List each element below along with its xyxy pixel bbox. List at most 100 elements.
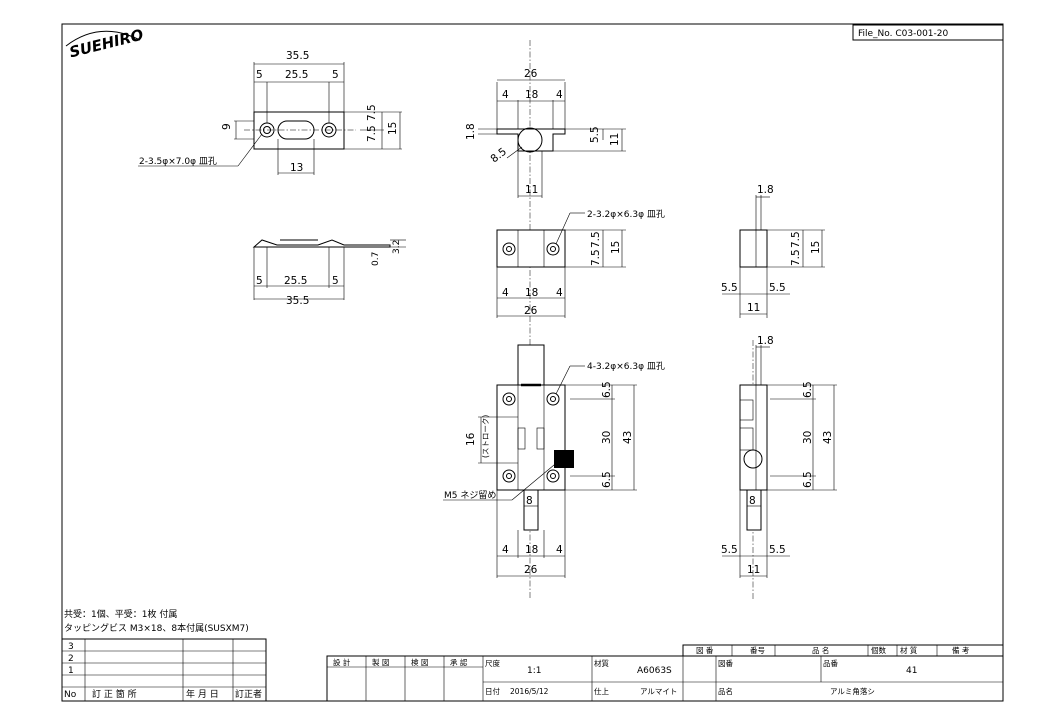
hinge-front-view-closed: 2-3.2φ×6.3φ 皿孔 7.5 7.5 15 4 18 4 26 xyxy=(496,209,665,318)
dim-open-edge-top: 6.5 xyxy=(802,381,814,398)
drawing-number-label: 図番 xyxy=(718,658,733,668)
parts-header-drawing: 図 番 xyxy=(696,645,714,655)
title-block: 設 計 製 図 検 図 承 認 尺度 1:1 材質 A6063S 図番 品番 4… xyxy=(326,644,1004,702)
scale-value: 1:1 xyxy=(527,666,541,676)
hinge-front-view-open: 4-3.2φ×6.3φ 皿孔 6.5 30 43 6.5 16 (ストローク) … xyxy=(443,344,665,578)
screw-block xyxy=(554,450,574,468)
file-number: File_No. C03-001-20 xyxy=(858,29,948,39)
hinge-side-view-open: 1.8 6.5 30 43 6.5 8 5.5 5.5 11 xyxy=(721,335,837,600)
dim-bottom-leaf-right: 4 xyxy=(556,544,563,556)
name-value: アルミ角落シ xyxy=(830,686,875,696)
dim-open-width: 11 xyxy=(747,564,760,576)
dim-top-middle: 18 xyxy=(525,89,538,101)
dim-top-radius: 8.5 xyxy=(488,146,509,166)
dim-side-width-right: 5.5 xyxy=(769,282,786,294)
note-screws: タッピングビス M3×18、8本付属(SUSXM7) xyxy=(64,622,249,634)
parts-header-material: 材 質 xyxy=(900,645,918,655)
dim-side-width: 11 xyxy=(747,302,760,314)
dim-bottom-edge-top: 6.5 xyxy=(601,381,613,398)
hinge-side-view-closed: 1.8 7.5 7.5 15 5.5 5.5 11 xyxy=(721,184,825,318)
dim-bottom-total: 43 xyxy=(622,431,634,444)
dim-side-thickness: 1.8 xyxy=(757,184,774,196)
revision-table: 3 2 1 No 訂 正 箇 所 年 月 日 訂正者 xyxy=(61,638,267,702)
name-label: 品名 xyxy=(718,686,733,696)
dim-side-center: 25.5 xyxy=(284,275,307,287)
dim-side-edge-right: 5 xyxy=(332,275,339,287)
dim-side-thickness-a: 0.7 xyxy=(371,252,381,266)
dim-open-width-left: 5.5 xyxy=(721,544,738,556)
dim-plate-center: 25.5 xyxy=(285,69,308,81)
dim-plate-overall: 35.5 xyxy=(286,50,309,62)
dim-plate-half-bottom: 7.5 xyxy=(366,125,378,142)
date-value: 2016/5/12 xyxy=(510,687,549,696)
revision-row-1: 1 xyxy=(68,666,74,676)
dim-open-edge-bottom: 6.5 xyxy=(802,471,814,488)
finish-value: アルマイト xyxy=(640,687,677,696)
dim-front-height-a: 7.5 xyxy=(590,231,602,248)
dim-bottom-middle-width: 18 xyxy=(525,544,538,556)
role-design: 設 計 xyxy=(333,657,351,667)
dim-plate-height: 15 xyxy=(387,122,399,135)
front-hole-note: 2-3.2φ×6.3φ 皿孔 xyxy=(587,209,665,220)
dim-side-height-b: 7.5 xyxy=(790,249,802,266)
dim-open-width-right: 5.5 xyxy=(769,544,786,556)
parts-header-remarks: 備 考 xyxy=(952,645,970,655)
dim-bottom-overall: 26 xyxy=(524,564,538,576)
dim-open-pin: 8 xyxy=(749,495,756,507)
dim-side-height-a: 7.5 xyxy=(790,231,802,248)
revision-row-2: 2 xyxy=(68,654,74,664)
dim-side-thickness-b: 3.2 xyxy=(392,240,402,254)
dim-top-overall: 26 xyxy=(524,68,538,80)
parts-header-number: 番号 xyxy=(750,645,765,655)
scale-label: 尺度 xyxy=(485,658,500,668)
revision-row-3: 3 xyxy=(68,642,74,652)
material-value: A6063S xyxy=(637,666,672,676)
plate-plan-view: 35.5 5 25.5 5 9 7.5 7.5 15 13 2-3.5φ×7.0… xyxy=(138,50,402,175)
dim-bottom-pin: 8 xyxy=(526,495,533,507)
dim-top-height-b: 11 xyxy=(609,133,621,146)
dim-bottom-middle: 30 xyxy=(601,431,613,444)
date-label: 日付 xyxy=(485,686,500,696)
dim-plate-edge-left: 5 xyxy=(256,69,263,81)
dim-side-width-left: 5.5 xyxy=(721,282,738,294)
file-number-box: File_No. C03-001-20 xyxy=(852,24,1004,41)
dim-bottom-leaf-left: 4 xyxy=(502,544,509,556)
dim-top-leaf-left: 4 xyxy=(502,89,509,101)
role-drafting: 製 図 xyxy=(372,657,389,667)
dim-front-height: 15 xyxy=(610,241,622,254)
dim-top-bottom: 11 xyxy=(525,184,538,196)
material-label: 材質 xyxy=(594,658,609,668)
finish-label: 仕上 xyxy=(594,686,609,696)
role-checking: 検 図 xyxy=(411,657,428,667)
dim-plate-slot-width: 13 xyxy=(290,162,303,174)
revision-header-date: 年 月 日 xyxy=(186,688,219,700)
hinge-top-view: 26 4 18 4 1.8 8.5 5.5 11 11 xyxy=(465,68,626,198)
part-number-label: 品番 xyxy=(823,658,838,668)
dim-top-leaf-right: 4 xyxy=(556,89,563,101)
dim-front-overall: 26 xyxy=(524,305,538,317)
dim-front-height-b: 7.5 xyxy=(590,249,602,266)
dim-front-middle: 18 xyxy=(525,287,538,299)
dim-side-height: 15 xyxy=(810,241,822,254)
screw-note: M5 ネジ留め xyxy=(444,489,496,501)
dim-open-thickness: 1.8 xyxy=(757,335,774,347)
dim-side-overall: 35.5 xyxy=(286,295,309,307)
dim-plate-half-top: 7.5 xyxy=(366,104,378,121)
dim-bottom-edge-bottom: 6.5 xyxy=(601,471,613,488)
dim-top-thickness: 1.8 xyxy=(465,123,477,140)
dim-open-middle: 30 xyxy=(802,431,814,444)
plate-hole-note: 2-3.5φ×7.0φ 皿孔 xyxy=(139,156,217,167)
revision-header-no: No xyxy=(64,690,77,700)
revision-header-editor: 訂正者 xyxy=(235,688,262,700)
plate-side-view: 5 25.5 5 35.5 0.7 3.2 xyxy=(252,239,406,307)
part-number-value: 41 xyxy=(906,666,917,676)
dim-plate-edge-right: 5 xyxy=(332,69,339,81)
suehiro-logo: SUEHIRO xyxy=(65,26,146,61)
dim-top-height-a: 5.5 xyxy=(589,126,601,143)
dim-side-edge-left: 5 xyxy=(256,275,263,287)
note-accessories: 共受：1個、平受：1枚 付属 xyxy=(64,608,177,620)
dim-plate-slot-height: 9 xyxy=(221,123,233,130)
parts-header-qty: 個数 xyxy=(871,645,886,655)
dim-front-leaf-left: 4 xyxy=(502,287,509,299)
